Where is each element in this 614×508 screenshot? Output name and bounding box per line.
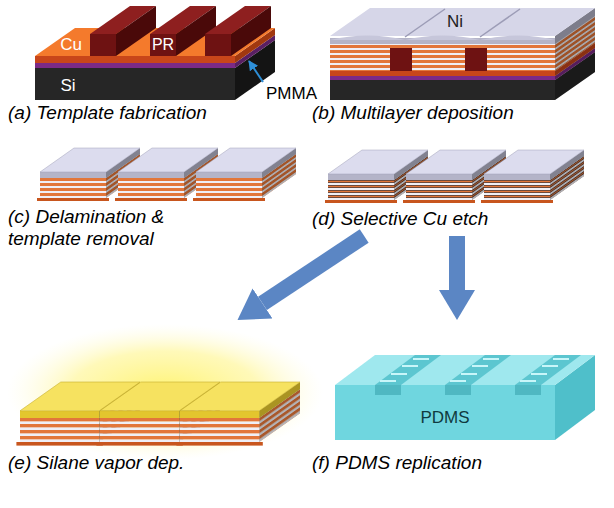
material-label: Si xyxy=(60,76,75,96)
process-step-panel: (e) Silane vapor dep. xyxy=(8,322,278,474)
panel-caption: (c) Delamination & template removal xyxy=(8,206,233,250)
photoresist-ridge xyxy=(205,6,271,56)
photoresist-ridge xyxy=(90,6,156,56)
template-block xyxy=(35,6,275,100)
panel-caption: (d) Selective Cu etch xyxy=(312,208,602,230)
multilayer-block xyxy=(330,8,595,100)
leader-line xyxy=(249,61,263,82)
panel-caption: (a) Template fabrication xyxy=(8,102,298,124)
process-step-panel: (a) Template fabrication xyxy=(8,0,298,124)
panel-caption: (e) Silane vapor dep. xyxy=(8,452,278,474)
panel-caption: (f) PDMS replication xyxy=(312,452,602,474)
silane-coated-plates xyxy=(7,324,323,460)
etched-plates xyxy=(325,150,584,203)
material-label: PMMA xyxy=(266,84,317,104)
panel-caption: (b) Multilayer deposition xyxy=(312,102,607,124)
process-step-panel: (d) Selective Cu etch xyxy=(312,128,602,230)
material-label: PR xyxy=(152,35,174,55)
flow-arrow xyxy=(263,236,365,303)
process-step-panel: (c) Delamination & template removal xyxy=(8,128,233,250)
released-plates xyxy=(37,148,296,201)
material-label: Cu xyxy=(60,35,82,55)
flow-arrow xyxy=(449,236,465,290)
material-label: PDMS xyxy=(420,408,469,428)
process-step-panel: (f) PDMS replication xyxy=(312,322,602,474)
material-label: Ni xyxy=(447,12,463,32)
pdms-replica xyxy=(335,355,595,440)
